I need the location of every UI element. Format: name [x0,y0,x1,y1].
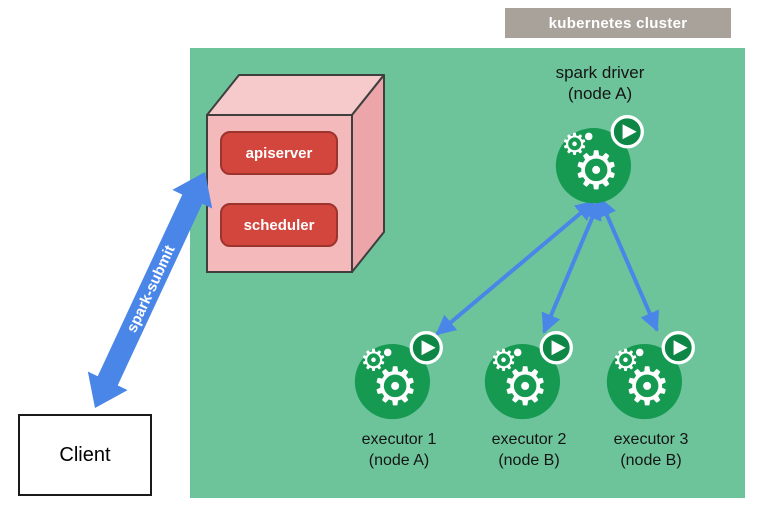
spark-driver-title: spark driver [555,63,645,82]
executor-3-icon [604,328,698,422]
apiserver-button: apiserver [220,131,338,175]
driver-executor3-arrow [597,196,659,332]
spark-driver-node: (node A) [567,84,633,104]
spark-driver-label: spark driver (node A) [490,62,710,105]
spark-submit-arrow [87,172,213,408]
client-box: Client [18,414,152,496]
client-label: Client [59,443,111,466]
spark-submit-label: spark-submit [123,243,178,336]
executor-2-icon [482,328,576,422]
executor-1-node: (node A) [368,451,430,469]
driver-executor1-arrow [435,200,596,336]
scheduler-button: scheduler [220,203,338,247]
executor-3-title: executor 3 [613,431,689,448]
executor-2-node: (node B) [498,451,560,469]
executor-3-label: executor 3 (node B) [576,430,726,472]
kubernetes-cluster-label: kubernetes cluster [505,8,731,38]
executor-1-label: executor 1 (node A) [324,430,474,472]
executor-1-icon [352,328,446,422]
executor-1-title: executor 1 [361,431,437,448]
executor-2-title: executor 2 [491,431,567,448]
executor-2-label: executor 2 (node B) [454,430,604,472]
executor-3-node: (node B) [620,451,682,469]
spark-driver-icon [553,112,647,206]
driver-executor2-arrow [541,199,602,334]
